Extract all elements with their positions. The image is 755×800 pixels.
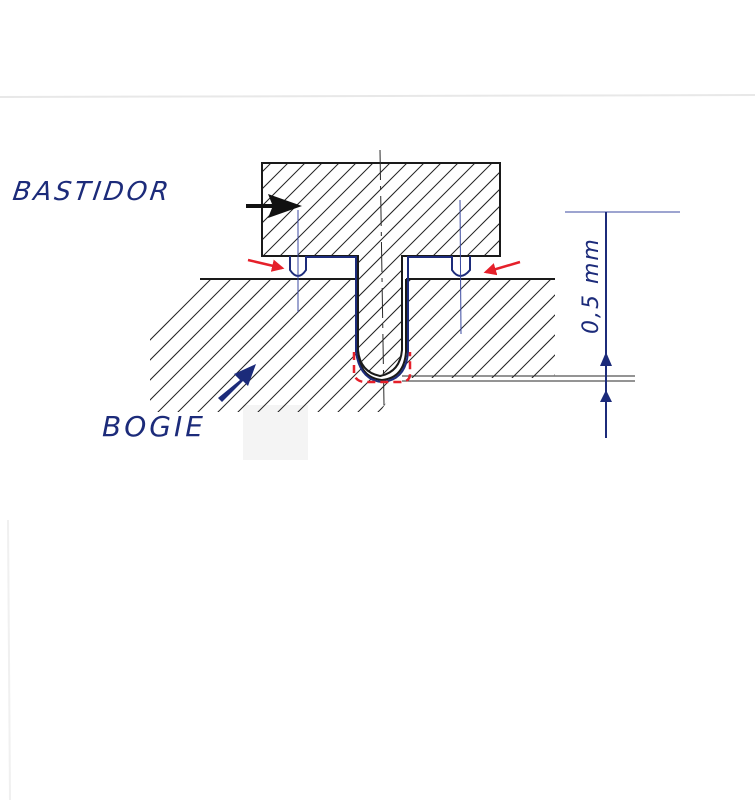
hatch-line [209,279,361,412]
dimension-label: 0,5 mm [579,237,604,334]
hatch-line [289,279,441,412]
hatch-line [389,279,541,412]
hatch-line [150,279,221,412]
hatch-line [262,163,319,374]
bastidor-label: BASTIDOR [11,177,173,207]
hatch-line [0,270,140,420]
hatch-line [150,279,301,412]
red-arrow-left-icon [483,260,521,276]
hatch-line [409,279,555,412]
hatch-line [150,279,281,412]
dimension-line [565,211,680,438]
hatch-line [150,279,261,412]
hatch-line [262,163,336,374]
hatch-line [169,279,321,412]
hatch-line [503,150,743,390]
hatch-line [262,163,455,374]
hatch-line [369,279,521,412]
hatch-line [417,163,500,374]
hatch-line [298,163,500,374]
hatch-line [150,279,181,412]
paper-traces [0,94,755,800]
hatch-line [262,163,370,374]
right-groove [451,199,471,335]
hatch-line [429,279,555,412]
hatch-line [150,279,241,412]
hatch-line [269,279,421,412]
hatch-line [262,163,472,374]
hatch-line [150,279,161,412]
contact-zone-marker [352,352,412,384]
hatch-line [189,279,341,412]
centerline [379,149,385,406]
hatch-line [549,279,555,412]
red-arrow-right-icon [247,258,285,272]
hatch-line [309,279,461,412]
hatch-line [489,279,555,412]
left-groove [289,210,307,312]
bogie-outline [200,278,635,382]
hatch-line [449,279,555,412]
hatch-line [262,163,353,374]
hatch-line [262,163,404,374]
bogie-label: BOGIE [102,410,206,443]
hatch-line [451,163,500,374]
hatch-line [150,279,201,412]
hatch-line [262,163,387,374]
hatch-line [349,279,501,412]
arrow-right-icon [246,194,302,218]
arrow-up-right-icon [218,364,256,402]
